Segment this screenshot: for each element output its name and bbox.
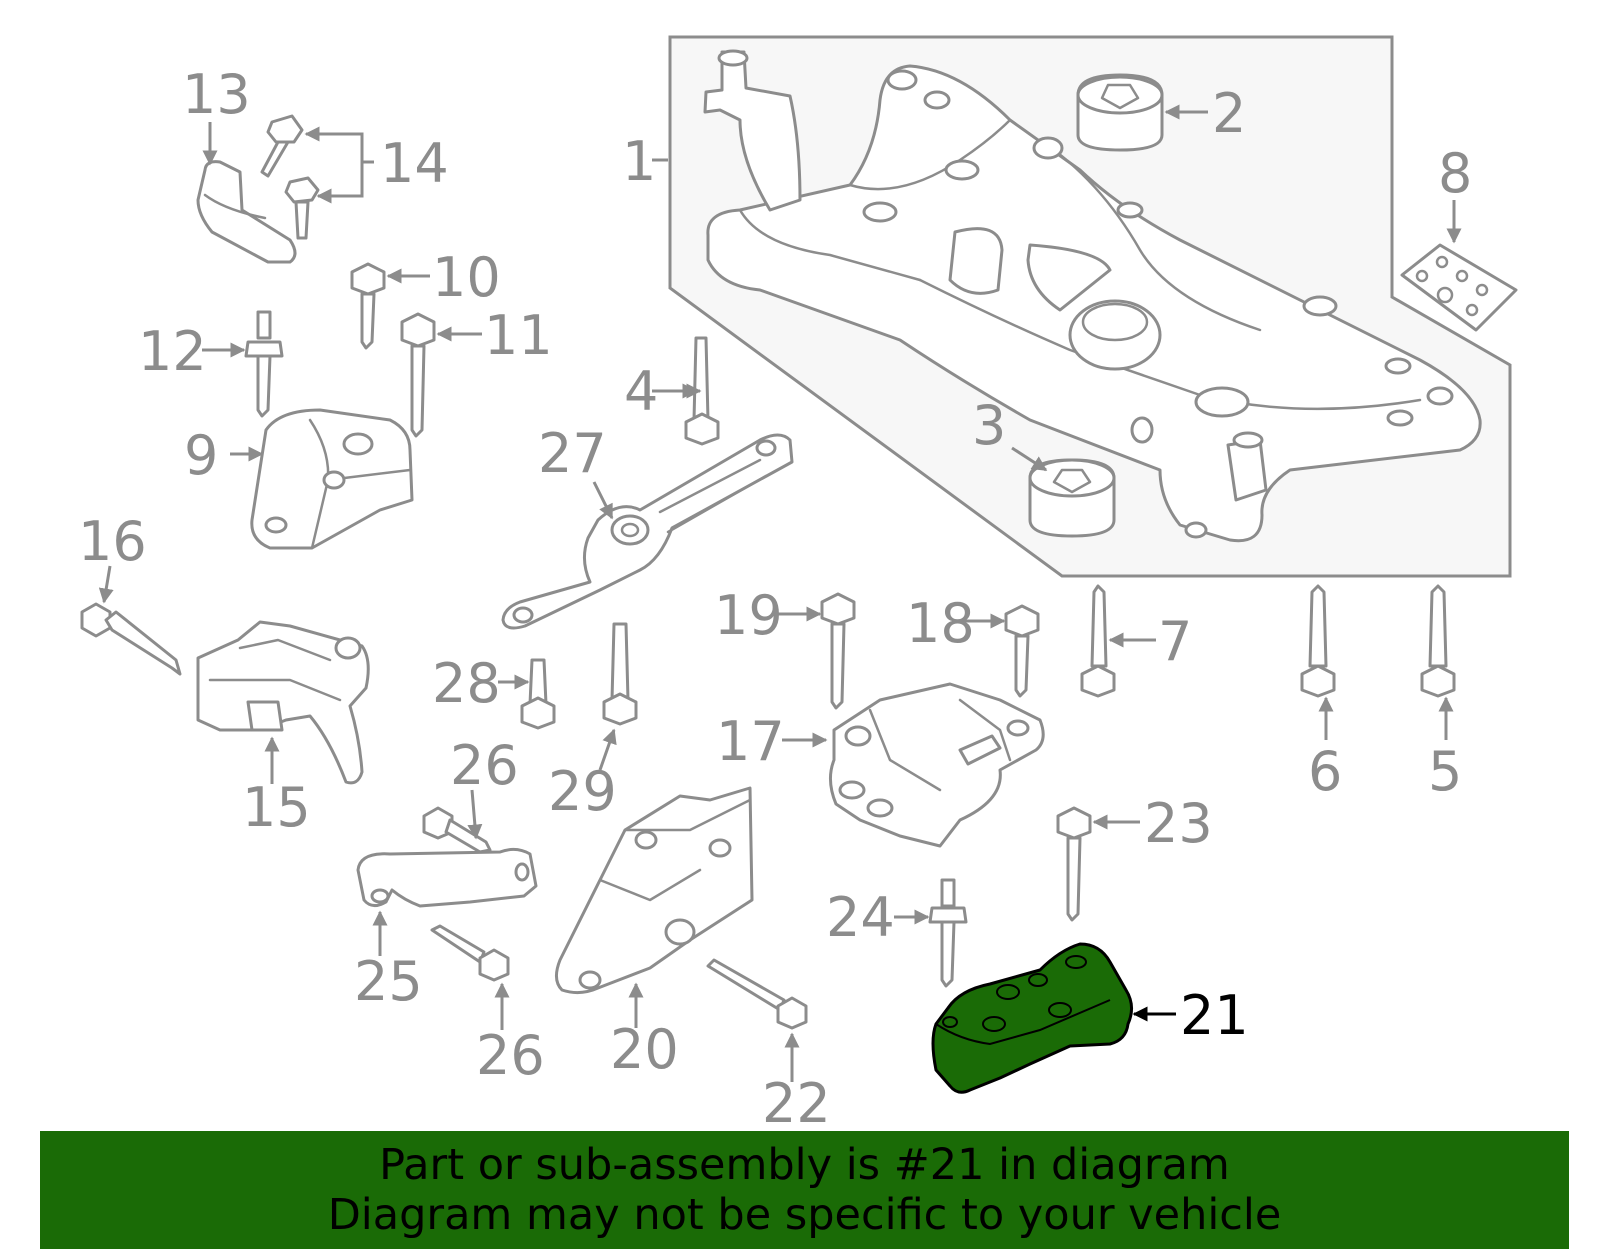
label-26b: 26 (476, 1024, 545, 1087)
part-29-bolt (602, 622, 638, 726)
part-16-bolt (80, 602, 182, 676)
label-8: 8 (1438, 142, 1472, 205)
part-9-engine-mount (250, 408, 414, 550)
part-5-bolt (1420, 584, 1456, 698)
part-26-bolt-upper (422, 806, 492, 854)
label-2: 2 (1212, 82, 1246, 145)
part-28-stud (520, 658, 556, 730)
label-14: 14 (380, 132, 449, 195)
part-8-plate (1400, 243, 1518, 332)
subframe-assembly (668, 35, 1512, 578)
callout-labels: 1 2 3 4 5 6 7 8 9 10 11 12 13 14 15 16 1… (78, 63, 1472, 1135)
label-18: 18 (906, 592, 975, 655)
label-9: 9 (184, 424, 218, 487)
part-6-bolt (1300, 584, 1336, 698)
part-18-bolt (1004, 604, 1040, 698)
label-22: 22 (762, 1072, 831, 1135)
label-19: 19 (714, 584, 783, 647)
label-24: 24 (826, 886, 895, 949)
part-12-stud (244, 310, 284, 418)
label-27: 27 (538, 422, 607, 485)
label-12: 12 (138, 320, 207, 383)
label-23: 23 (1144, 792, 1213, 855)
label-7: 7 (1158, 610, 1192, 673)
part-23-bolt (1056, 806, 1092, 922)
label-11: 11 (484, 304, 553, 367)
part-4-bolt (684, 336, 720, 446)
part-13-bracket (196, 160, 297, 264)
label-20: 20 (610, 1018, 679, 1081)
label-10: 10 (432, 246, 501, 309)
label-3: 3 (972, 394, 1006, 457)
label-17: 17 (716, 710, 785, 773)
part-19-bolt (820, 592, 856, 710)
part-3-bushing (1028, 458, 1116, 538)
label-5: 5 (1428, 740, 1462, 803)
part-15-bracket (196, 620, 370, 785)
part-14-bolts (260, 114, 320, 240)
label-15: 15 (242, 776, 311, 839)
subframe-left-arm (703, 50, 802, 212)
part-21-highlighted[interactable] (931, 942, 1133, 1094)
label-4: 4 (624, 360, 658, 423)
label-25: 25 (354, 950, 423, 1013)
part-10-bolt (350, 262, 386, 350)
banner-line-2: Diagram may not be specific to your vehi… (327, 1190, 1282, 1240)
label-26a: 26 (450, 734, 519, 797)
label-1: 1 (622, 130, 656, 193)
label-6: 6 (1308, 740, 1342, 803)
part-11-bolt (400, 312, 436, 438)
part-26-bolt-lower (430, 924, 510, 982)
part-24-stud (928, 878, 968, 988)
part-20-bracket (555, 786, 754, 995)
part-2-bushing (1076, 73, 1164, 152)
part-27-torque-arm (501, 433, 794, 630)
label-29: 29 (548, 760, 617, 823)
label-21: 21 (1180, 984, 1249, 1047)
label-13: 13 (182, 63, 251, 126)
part-25-bracket (356, 847, 538, 908)
part-7-bolt (1080, 584, 1116, 698)
leader-lines (98, 104, 1462, 1082)
label-16: 16 (78, 510, 147, 573)
label-28: 28 (432, 652, 501, 715)
part-17-trans-mount (829, 682, 1045, 848)
banner-line-1: Part or sub-assembly is #21 in diagram (379, 1140, 1230, 1190)
info-banner: Part or sub-assembly is #21 in diagram D… (40, 1131, 1569, 1249)
part-22-bolt (706, 958, 808, 1030)
